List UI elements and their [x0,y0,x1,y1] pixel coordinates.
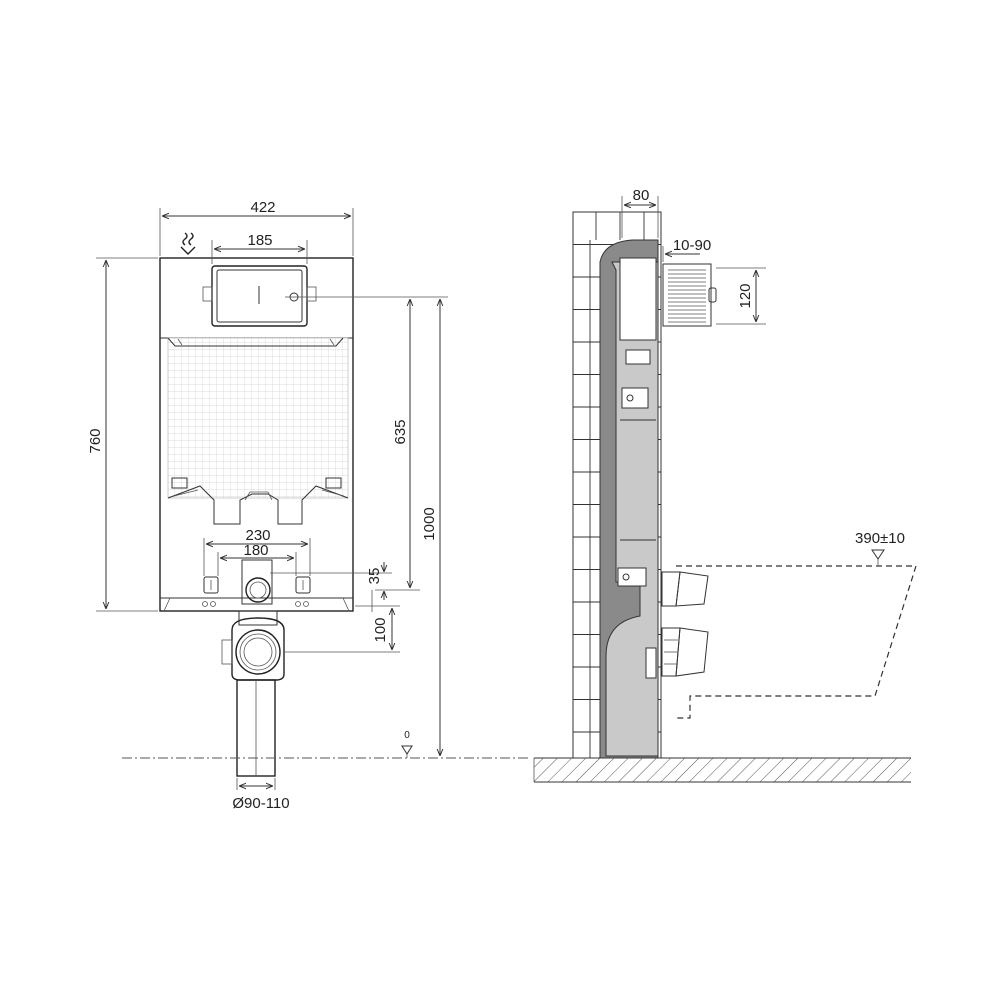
pipe-diameter-label: Ø90-110 [232,795,289,812]
dim-plate-width: 185 [211,232,308,264]
lower-frame [160,559,353,612]
dim-drain-offset: 100 [284,590,400,653]
tile-grid [167,337,349,499]
dim-wall-range: 10-90 [662,237,711,262]
fixing-outer-label: 230 [245,527,270,544]
wc-connectors [661,571,709,677]
floor-level-label: 0 [404,730,410,741]
dim-width: 422 [159,199,354,256]
plate-axis-height-label: 635 [392,419,409,444]
wc-bowl-outline [676,565,917,719]
flush-box [662,263,717,327]
dim-box-height: 120 [716,267,766,325]
depth-label: 80 [633,187,650,204]
flush-plate-opening [202,265,317,327]
frame-brackets [167,477,349,525]
plate-width-label: 185 [247,232,272,249]
floor-level-marker: 0 [401,730,413,758]
wall-range-label: 10-90 [673,237,711,254]
dim-depth: 80 [621,187,659,238]
dim-fixing-outer: 230 [203,527,311,576]
front-view: 0 422 185 760 635 [87,199,528,812]
dim-bowl-height: 390±10 [855,530,905,566]
dim-total-height: 1000 [420,296,448,756]
water-inlet-icon [180,232,196,255]
height-label: 760 [87,428,104,453]
bowl-height-label: 390±10 [855,530,905,547]
dim-outlet-offset: 35 [270,562,392,600]
dim-height: 760 [87,257,158,612]
width-label: 422 [250,199,275,216]
dim-pipe-diameter: Ø90-110 [232,778,290,812]
total-height-label: 1000 [421,507,438,540]
fixing-inner-label: 180 [243,542,268,559]
dim-fixing-inner: 180 [217,542,297,576]
floor-hatch [534,758,911,782]
dim-plate-axis: 635 [300,296,420,591]
drain-pipe [221,610,285,777]
drain-offset-label: 100 [372,617,389,642]
outlet-offset-label: 35 [366,568,383,585]
frame-body [599,239,659,759]
frame-outline [159,257,354,612]
box-height-label: 120 [737,283,754,308]
side-view: 80 10-90 120 390±10 [533,187,917,783]
